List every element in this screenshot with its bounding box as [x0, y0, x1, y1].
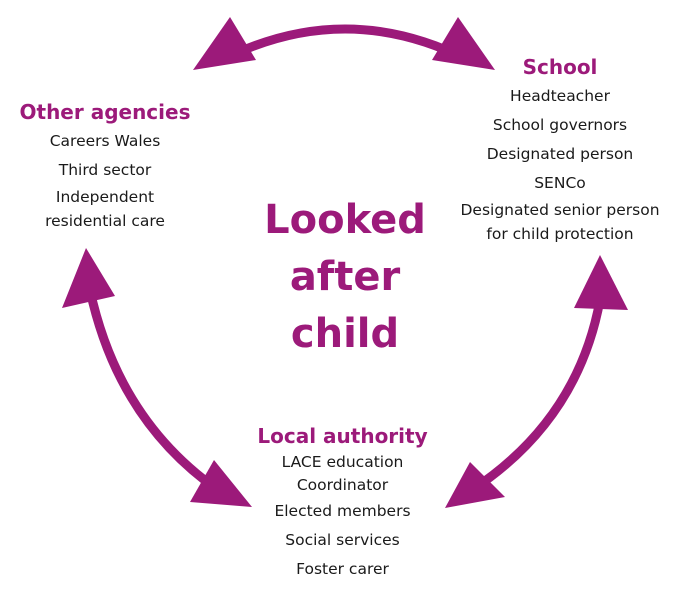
list-item: Elected members [274, 502, 411, 520]
arrow-right-double [445, 255, 628, 508]
list-item: Coordinator [296, 476, 389, 494]
list-item: for child protection [486, 225, 634, 243]
list-item: LACE education [281, 453, 404, 471]
list-item: Headteacher [510, 87, 610, 105]
list-item: SENCo [534, 174, 586, 192]
center-line: child [290, 311, 400, 357]
other-agencies-title: Other agencies [19, 100, 191, 124]
center-title: Looked after child [220, 192, 470, 363]
list-item: Foster carer [296, 560, 389, 578]
list-item: Designated person [486, 145, 634, 163]
list-item: Designated senior person [460, 201, 660, 219]
arrow-left-double [62, 248, 252, 507]
list-item: residential care [45, 212, 165, 230]
list-item: Third sector [58, 161, 152, 179]
arrow-top-double [193, 17, 495, 70]
list-item: Careers Wales [49, 132, 161, 150]
local-authority-title: Local authority [257, 424, 428, 448]
center-line: after [289, 254, 401, 300]
local-authority-group: Local authority LACE education Coordinat… [230, 421, 455, 584]
other-agencies-group: Other agencies Careers Wales Third secto… [5, 97, 205, 233]
list-item: School governors [492, 116, 628, 134]
list-item: Social services [285, 531, 400, 549]
list-item: Independent [55, 188, 155, 206]
school-title: School [522, 55, 598, 79]
center-line: Looked [264, 197, 426, 243]
school-group: School Headteacher School governors Desi… [450, 52, 670, 246]
